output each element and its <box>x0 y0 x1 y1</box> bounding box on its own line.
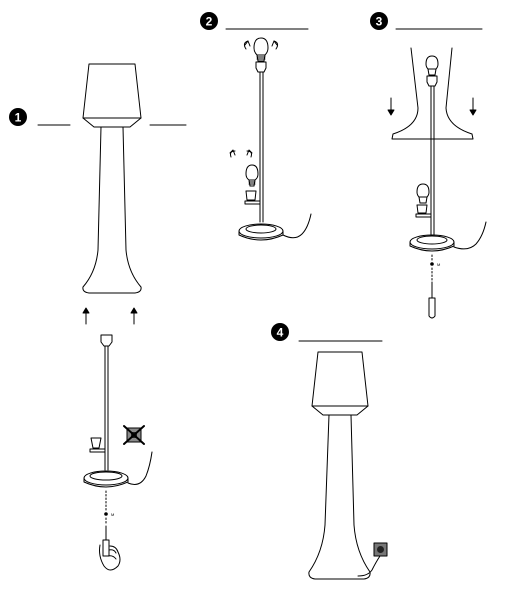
wall-socket-icon <box>373 542 388 557</box>
socket-head <box>255 61 267 73</box>
bulb-holder <box>90 437 102 449</box>
power-cable <box>282 213 312 239</box>
step-1-badge: 1 <box>9 108 27 126</box>
screwdriver-icon <box>428 281 436 319</box>
svg-text:M: M <box>111 512 114 517</box>
light-bulb-top <box>253 37 269 62</box>
bulb-holder <box>416 204 428 214</box>
light-bulb-lower <box>416 183 430 204</box>
prohibited-icon <box>123 425 145 445</box>
step-3-badge: 3 <box>370 12 388 30</box>
arrow-up-icon <box>82 307 90 325</box>
arrow-down-icon <box>469 97 477 116</box>
arrow-down-icon <box>387 97 395 116</box>
screw <box>430 262 434 266</box>
light-bulb-lower <box>245 164 259 187</box>
bulb-holder <box>245 190 257 201</box>
step-2-number: 2 <box>206 15 213 29</box>
step-4-badge: 4 <box>271 323 289 341</box>
lamp-body <box>82 126 142 294</box>
socket-head <box>426 75 438 87</box>
hand-icon <box>99 544 121 571</box>
step-4: 4 <box>271 323 388 580</box>
step-4-number: 4 <box>277 326 284 340</box>
arrow-up-icon <box>130 307 138 325</box>
lamp-body <box>308 414 371 580</box>
screw <box>104 512 108 516</box>
light-bulb-top <box>425 55 439 76</box>
power-cable <box>357 555 381 577</box>
step-2-badge: 2 <box>200 12 218 30</box>
lamp-holder-top <box>100 334 113 347</box>
lamp-body-lowering <box>391 47 474 140</box>
lamp-pole-assembly <box>83 334 153 488</box>
svg-text:M: M <box>437 262 440 267</box>
power-cable <box>453 221 487 250</box>
step-3: 3 <box>370 12 487 319</box>
holder-bracket <box>89 448 106 453</box>
step-3-number: 3 <box>376 15 383 29</box>
step-2: 2 <box>200 12 312 241</box>
power-cable <box>127 451 153 485</box>
step-1-number: 1 <box>15 111 22 125</box>
step-1: 1 <box>9 63 187 571</box>
screwdriver-icon <box>102 525 110 557</box>
holder-bracket <box>244 200 261 205</box>
rotate-arrows-icon <box>229 149 253 158</box>
rotate-arrows-icon <box>243 40 279 50</box>
holder-bracket <box>415 213 432 218</box>
